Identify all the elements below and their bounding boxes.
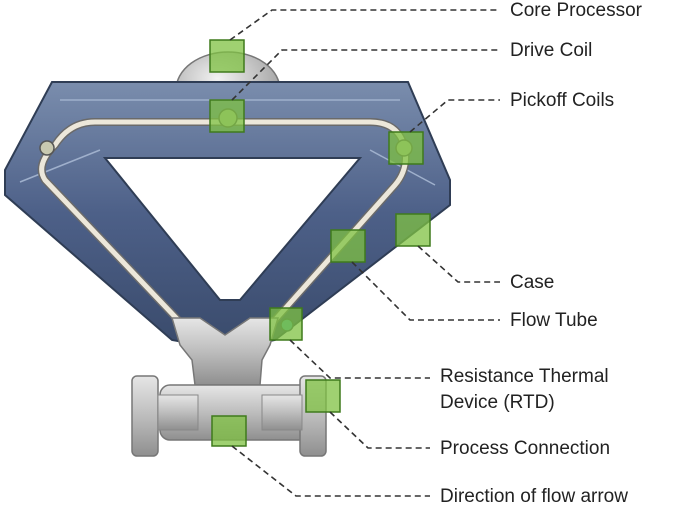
case-inner-window — [102, 157, 363, 301]
manifold — [170, 317, 280, 386]
left-flange-neck — [157, 394, 199, 431]
right-flange-neck — [261, 394, 303, 431]
leader-case — [417, 245, 500, 283]
left-flange — [131, 375, 159, 457]
marker-pickoff-coils — [388, 131, 424, 165]
label-pickoff-coils: Pickoff Coils — [510, 90, 615, 111]
marker-flow-tube — [330, 229, 366, 263]
marker-rtd — [269, 307, 303, 341]
marker-flow-arrow — [211, 415, 247, 447]
marker-drive-coil — [209, 99, 245, 133]
label-rtd-line1: Resistance Thermal — [440, 366, 609, 387]
label-flow-tube: Flow Tube — [510, 310, 598, 331]
leader-rtd — [289, 339, 430, 379]
label-core-processor: Core Processor — [510, 0, 642, 21]
leader-pickoff-coils — [409, 99, 500, 133]
marker-process-connection — [305, 379, 341, 413]
leader-flow-tube — [351, 261, 500, 321]
marker-case — [395, 213, 431, 247]
leader-drive-coil — [231, 49, 500, 101]
leader-flow-arrow — [231, 445, 430, 497]
label-drive-coil: Drive Coil — [510, 40, 593, 61]
label-flow-arrow: Direction of flow arrow — [440, 486, 628, 507]
marker-core-processor — [209, 39, 245, 73]
label-rtd-line2: Device (RTD) — [440, 392, 555, 413]
label-case: Case — [510, 272, 555, 293]
left-pickoff-symbol — [39, 140, 55, 156]
label-process-connection: Process Connection — [440, 438, 611, 459]
leader-core-processor — [229, 9, 500, 41]
leader-process-connection — [329, 411, 430, 449]
